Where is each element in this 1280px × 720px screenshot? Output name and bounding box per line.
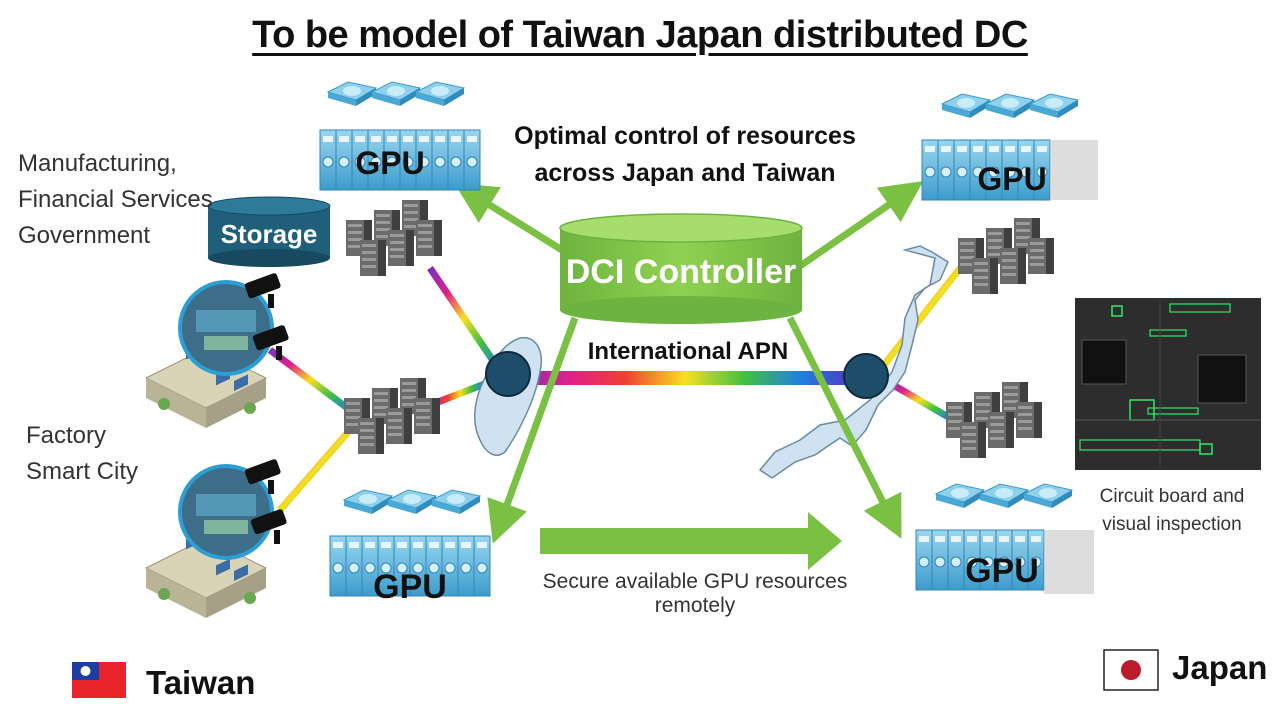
japan-map <box>758 245 949 479</box>
industries-line-1: Manufacturing, <box>18 150 177 177</box>
arrow-to-jp-gpu-top <box>798 181 924 269</box>
taiwan-label: Taiwan <box>146 664 256 701</box>
link-tw-factory-top <box>267 347 353 413</box>
servers-taiwan-top <box>346 200 442 276</box>
subtitle-line-1: Optimal control of resources <box>514 122 856 150</box>
japan-node <box>843 353 889 399</box>
circuit-line-1: Circuit board and <box>1099 486 1245 507</box>
arrow-to-tw-gpu-top <box>454 182 564 253</box>
gpu-label-tw-bottom: GPU <box>373 568 447 606</box>
link-tw-servers-top <box>427 266 501 370</box>
servers-taiwan-mid <box>344 378 440 454</box>
gpu-japan-top: GPU <box>921 93 1098 201</box>
control-arrows <box>454 181 924 544</box>
factory-smart-city-label: Factory Smart City <box>26 418 138 490</box>
gpu-label-jp-top: GPU <box>977 161 1046 197</box>
link-tw-factory-bottom <box>277 427 353 513</box>
subtitle: Optimal control of resources across Japa… <box>470 118 900 192</box>
arrow-to-jp-gpu-bottom <box>786 316 902 539</box>
gpu-label-jp-bottom: GPU <box>965 552 1039 590</box>
dci-controller-label: DCI Controller <box>566 253 796 291</box>
gpu-label-tw-top: GPU <box>355 145 424 181</box>
taiwan-node <box>485 351 531 397</box>
gpu-japan-bottom: GPU <box>915 483 1094 594</box>
page-title: To be model of Taiwan Japan distributed … <box>252 14 1028 56</box>
factory-line-1: Factory <box>26 422 107 449</box>
gpu-taiwan-bottom: GPU <box>329 489 491 606</box>
gpu-taiwan-top: GPU <box>319 81 481 191</box>
japan-label: Japan <box>1172 649 1268 686</box>
remote-gpu-label: Secure available GPU resources remotely <box>542 570 848 617</box>
factory-scene-bottom <box>145 458 288 619</box>
storage-cylinder: Storage <box>207 196 331 267</box>
apn-links <box>267 259 968 513</box>
factory-scene-top <box>145 272 290 429</box>
dci-controller: DCI Controller <box>559 213 803 324</box>
circuit-board-image <box>1075 298 1261 470</box>
circuit-line-2: visual inspection <box>1102 514 1242 535</box>
servers-japan-top <box>958 218 1054 294</box>
circuit-inspection-label: Circuit board and visual inspection <box>1082 483 1262 539</box>
arrow-to-tw-gpu-bottom <box>487 316 579 544</box>
storage-label: Storage <box>221 219 318 249</box>
taiwan-flag <box>72 662 126 698</box>
japan-flag <box>1103 649 1159 691</box>
industries-line-2: Financial Services <box>18 186 213 213</box>
link-jp-servers-top <box>877 259 968 373</box>
link-jp-servers-mid <box>886 378 952 422</box>
apn-label: International APN <box>587 338 789 365</box>
industries-line-3: Government <box>18 222 151 249</box>
remote-arrow <box>540 512 842 570</box>
taiwan-industries-label: Manufacturing, Financial Services Govern… <box>18 146 213 254</box>
servers-japan-mid <box>946 382 1042 458</box>
factory-line-2: Smart City <box>26 458 139 485</box>
subtitle-line-2: across Japan and Taiwan <box>534 159 836 187</box>
apn-backbone <box>510 371 860 385</box>
